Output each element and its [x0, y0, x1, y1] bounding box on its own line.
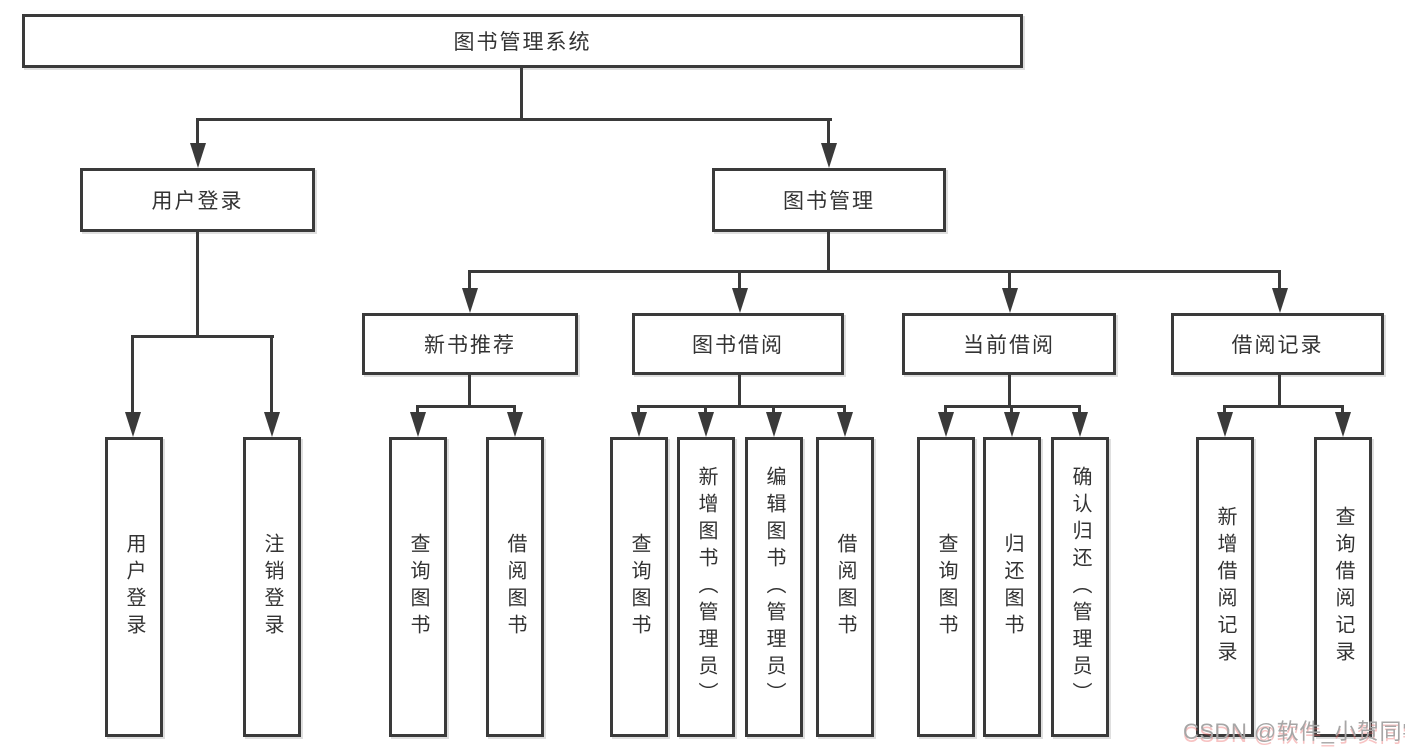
leaf-query-books-borrowing: 查询图书: [610, 437, 668, 737]
arrowhead-down-icon: [190, 143, 206, 168]
connector-line: [468, 375, 471, 407]
leaf-edit-books-admin: 编辑图书（管理员）: [745, 437, 803, 737]
connector-line: [1008, 375, 1011, 407]
connector-line: [738, 375, 741, 407]
node-book-borrowing: 图书借阅: [632, 313, 844, 375]
arrowhead-down-icon: [1335, 412, 1351, 437]
leaf-query-books-current: 查询图书: [917, 437, 975, 737]
connector-line: [827, 232, 830, 273]
arrowhead-down-icon: [837, 412, 853, 437]
node-user-login: 用户登录: [80, 168, 315, 232]
arrowhead-down-icon: [125, 412, 141, 437]
arrowhead-down-icon: [938, 412, 954, 437]
arrowhead-down-icon: [1002, 288, 1018, 313]
arrowhead-down-icon: [698, 412, 714, 437]
arrowhead-down-icon: [1272, 288, 1288, 313]
connector-line: [738, 270, 741, 292]
connector-line: [637, 405, 846, 408]
leaf-query-borrow-record: 查询借阅记录: [1314, 437, 1372, 737]
leaf-add-borrow-record: 新增借阅记录: [1196, 437, 1254, 737]
node-new-book-recommend: 新书推荐: [362, 313, 578, 375]
arrowhead-down-icon: [631, 412, 647, 437]
leaf-return-books: 归还图书: [983, 437, 1041, 737]
connector-line: [196, 232, 199, 338]
leaf-borrow-books-recommend: 借阅图书: [486, 437, 544, 737]
arrowhead-down-icon: [507, 412, 523, 437]
leaf-logout: 注销登录: [243, 437, 301, 737]
csdn-watermark: CSDN @软件_小贺同学: [1183, 719, 1405, 744]
node-borrow-records: 借阅记录: [1171, 313, 1384, 375]
leaf-confirm-return-admin: 确认归还（管理员）: [1051, 437, 1109, 737]
arrowhead-down-icon: [1004, 412, 1020, 437]
connector-line: [131, 335, 134, 417]
arrowhead-down-icon: [462, 288, 478, 313]
connector-line: [1278, 270, 1281, 292]
arrowhead-down-icon: [732, 288, 748, 313]
connector-line: [827, 118, 830, 146]
connector-line: [270, 335, 273, 417]
arrowhead-down-icon: [1072, 412, 1088, 437]
connector-line: [468, 270, 471, 292]
connector-line: [520, 68, 523, 120]
connector-line: [1008, 270, 1011, 292]
leaf-add-books-admin: 新增图书（管理员）: [677, 437, 735, 737]
connector-line: [468, 270, 1281, 273]
arrowhead-down-icon: [410, 412, 426, 437]
arrowhead-down-icon: [766, 412, 782, 437]
leaf-borrow-books: 借阅图书: [816, 437, 874, 737]
connector-line: [131, 335, 274, 338]
node-current-borrowing: 当前借阅: [902, 313, 1116, 375]
node-book-management: 图书管理: [712, 168, 946, 232]
arrowhead-down-icon: [821, 143, 837, 168]
connector-line: [196, 118, 199, 146]
connector-line: [416, 405, 516, 408]
node-root-library-management-system: 图书管理系统: [22, 14, 1023, 68]
connector-line: [1223, 405, 1344, 408]
leaf-query-books-recommend: 查询图书: [389, 437, 447, 737]
leaf-user-login: 用户登录: [105, 437, 163, 737]
connector-line: [196, 118, 832, 121]
arrowhead-down-icon: [1217, 412, 1233, 437]
arrowhead-down-icon: [264, 412, 280, 437]
connector-line: [1278, 375, 1281, 407]
